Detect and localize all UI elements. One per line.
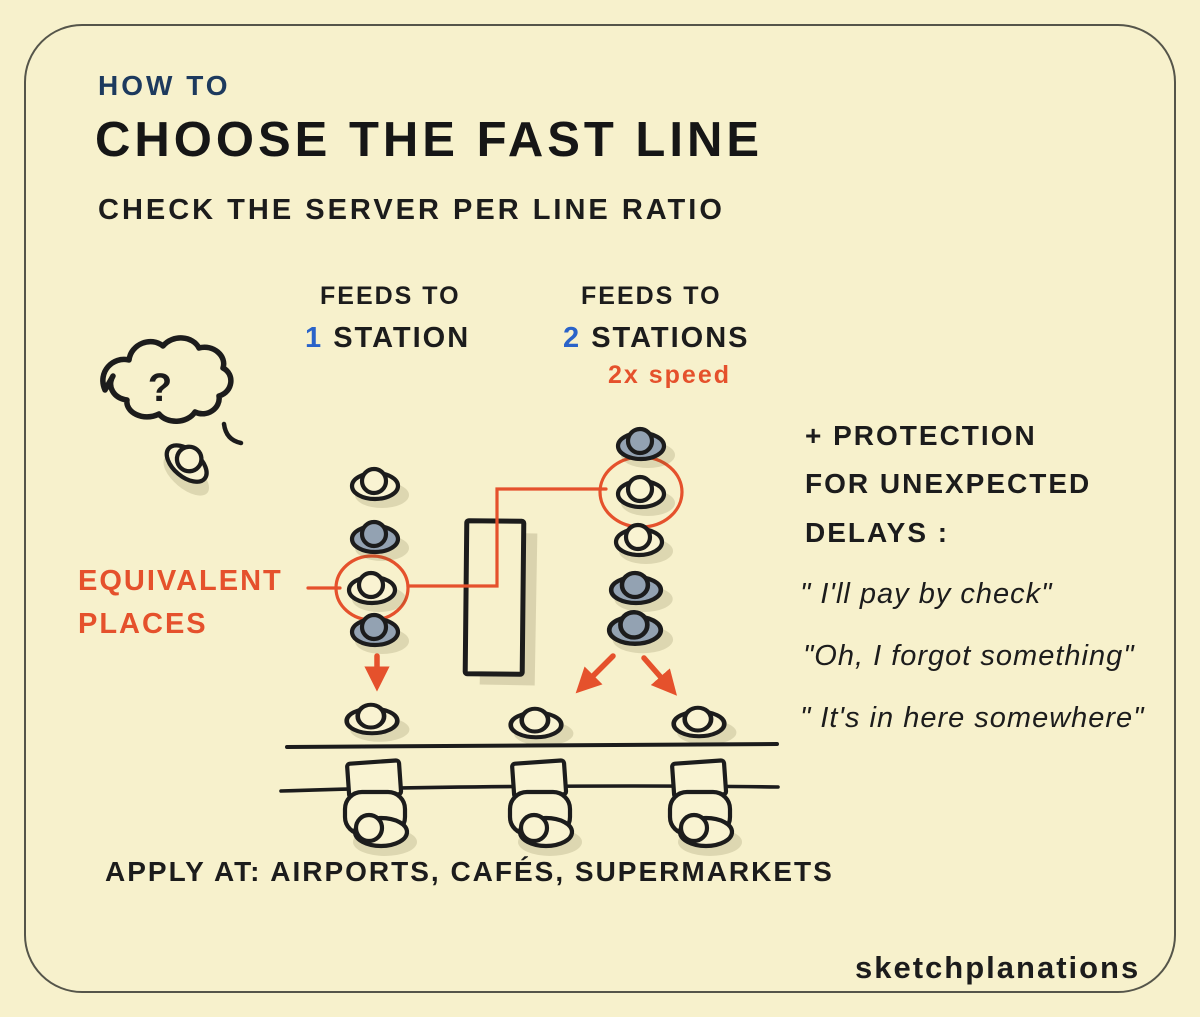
queue2-person-circled	[618, 477, 675, 516]
station-count-2: 2	[563, 322, 582, 354]
queue2-served-customer-left	[511, 709, 574, 746]
hand-drawn-border	[24, 24, 1176, 993]
page-title: CHOOSE THE FAST LINE	[95, 113, 764, 167]
delay-quote-3: " It's in here somewhere"	[800, 702, 1145, 734]
queue2-person-5	[609, 612, 673, 653]
queue1-person-1	[352, 469, 409, 508]
queue2-person-1	[618, 429, 675, 468]
delay-quote-1: " I'll pay by check"	[800, 578, 1053, 610]
protection-heading-line2: FOR UNEXPECTED	[805, 468, 1092, 499]
feeds-to-1-line: 1 STATION	[305, 322, 470, 355]
queue2-flow-arrow-left	[575, 653, 616, 694]
queue2-person-4	[611, 573, 673, 612]
queue2-served-customer-right	[674, 708, 737, 745]
station-word-2: STATIONS	[581, 322, 750, 354]
apply-at-caption: APPLY AT: AIRPORTS, CAFÉS, SUPERMARKETS	[105, 856, 834, 887]
queue1-served-customer	[347, 705, 410, 742]
thinking-person	[154, 435, 224, 503]
queue1-person-circled	[349, 573, 406, 612]
queue-2	[511, 429, 737, 746]
feeds-to-1-prefix: FEEDS TO	[320, 282, 461, 310]
station-word-1: STATION	[323, 322, 471, 354]
delay-quote-2: "Oh, I forgot something"	[803, 640, 1135, 672]
server-station-2	[510, 760, 582, 856]
question-mark: ?	[147, 366, 173, 410]
queue2-person-3	[616, 525, 673, 564]
feeds-to-2-line: 2 STATIONS	[563, 322, 750, 355]
server-station-3	[670, 760, 742, 856]
subtitle-ratio: CHECK THE SERVER PER LINE RATIO	[98, 194, 725, 226]
protection-heading-line1: + PROTECTION	[805, 420, 1037, 451]
protection-heading-line3: DELAYS :	[805, 517, 950, 548]
queue-1	[347, 469, 410, 742]
station-count-1: 1	[305, 322, 324, 354]
feeds-to-2-prefix: FEEDS TO	[581, 282, 722, 310]
server-station-1	[345, 760, 417, 856]
queue-divider-wall	[462, 518, 538, 686]
equivalent-label-line1: EQUIVALENT	[78, 565, 283, 597]
thought-bubble	[100, 335, 244, 446]
speed-note: 2x speed	[608, 361, 732, 389]
brand-signature: sketchplanations	[855, 950, 1141, 985]
equivalent-label-line2: PLACES	[78, 608, 208, 640]
queue1-person-2	[352, 522, 409, 561]
queue2-flow-arrow-right	[641, 655, 677, 696]
kicker-how-to: HOW TO	[98, 70, 231, 101]
queue1-person-4	[352, 615, 409, 654]
service-counter	[279, 742, 780, 856]
